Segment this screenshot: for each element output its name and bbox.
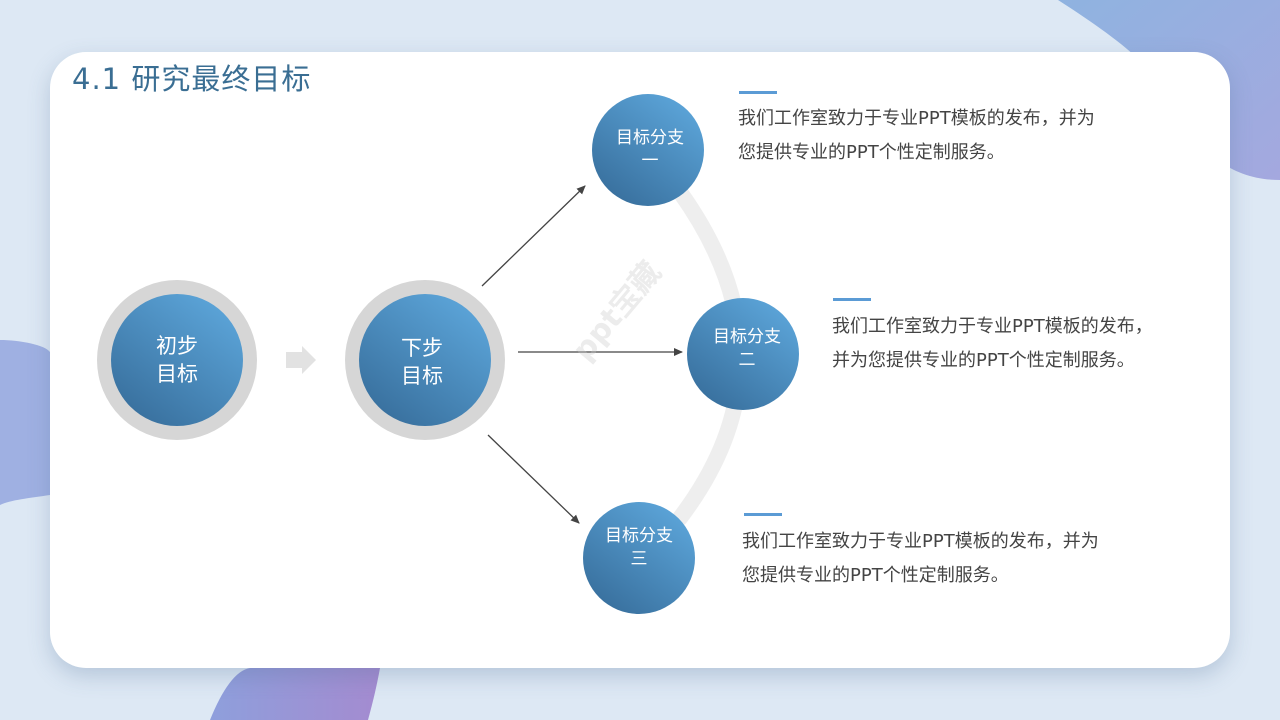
node-next-label: 下步 目标 <box>372 312 472 412</box>
node-start-circle <box>97 280 257 440</box>
branch-2-accent-line <box>833 298 871 301</box>
arrow-to-branch-1 <box>481 185 586 287</box>
node-branch-3-line2: 三 <box>630 549 648 569</box>
node-branch-2-line1: 目标分支 <box>713 327 781 347</box>
branch-2-description-line2: 并为您提供专业的PPT个性定制服务。 <box>832 350 1135 371</box>
blob-bottom <box>210 668 380 720</box>
branch-3-description-line1: 我们工作室致力于专业PPT模板的发布，并为 <box>742 531 1099 552</box>
node-branch-3-line1: 目标分支 <box>605 526 673 546</box>
arrow-start-to-next <box>286 346 316 374</box>
node-next-line1: 下步 <box>401 336 443 360</box>
node-start-line1: 初步 <box>156 334 198 358</box>
node-branch-2-line2: 二 <box>738 350 756 370</box>
node-next-circle <box>345 280 505 440</box>
node-branch-1-line1: 目标分支 <box>616 128 684 148</box>
node-branch-1-line2: 一 <box>641 151 659 171</box>
node-start-line2: 目标 <box>156 362 198 386</box>
blob-left <box>0 340 50 505</box>
branch-3-accent-line <box>744 513 782 516</box>
branch-1-description: 我们工作室致力于专业PPT模板的发布，并为 您提供专业的PPT个性定制服务。 <box>738 102 1178 170</box>
node-branch-1-label: 目标分支 一 <box>598 105 702 195</box>
branch-1-description-line1: 我们工作室致力于专业PPT模板的发布，并为 <box>738 108 1095 129</box>
page-title: 4.1 研究最终目标 <box>72 62 312 96</box>
node-branch-3-label: 目标分支 三 <box>587 503 691 593</box>
node-branch-2-label: 目标分支 二 <box>695 304 799 394</box>
arrow-to-branch-3 <box>487 434 580 524</box>
node-next-line2: 目标 <box>401 364 443 388</box>
branch-1-accent-line <box>739 91 777 94</box>
branch-3-description: 我们工作室致力于专业PPT模板的发布，并为 您提供专业的PPT个性定制服务。 <box>742 525 1182 593</box>
branch-1-description-line2: 您提供专业的PPT个性定制服务。 <box>738 142 1005 163</box>
node-branch-2-circle <box>687 298 799 410</box>
branch-2-description: 我们工作室致力于专业PPT模板的发布， 并为您提供专业的PPT个性定制服务。 <box>832 310 1222 378</box>
branch-2-description-line1: 我们工作室致力于专业PPT模板的发布， <box>832 316 1153 337</box>
branch-3-description-line2: 您提供专业的PPT个性定制服务。 <box>742 565 1009 586</box>
node-start-label: 初步 目标 <box>127 310 227 410</box>
node-branch-3-circle <box>583 502 695 614</box>
node-branch-1-circle <box>592 94 704 206</box>
